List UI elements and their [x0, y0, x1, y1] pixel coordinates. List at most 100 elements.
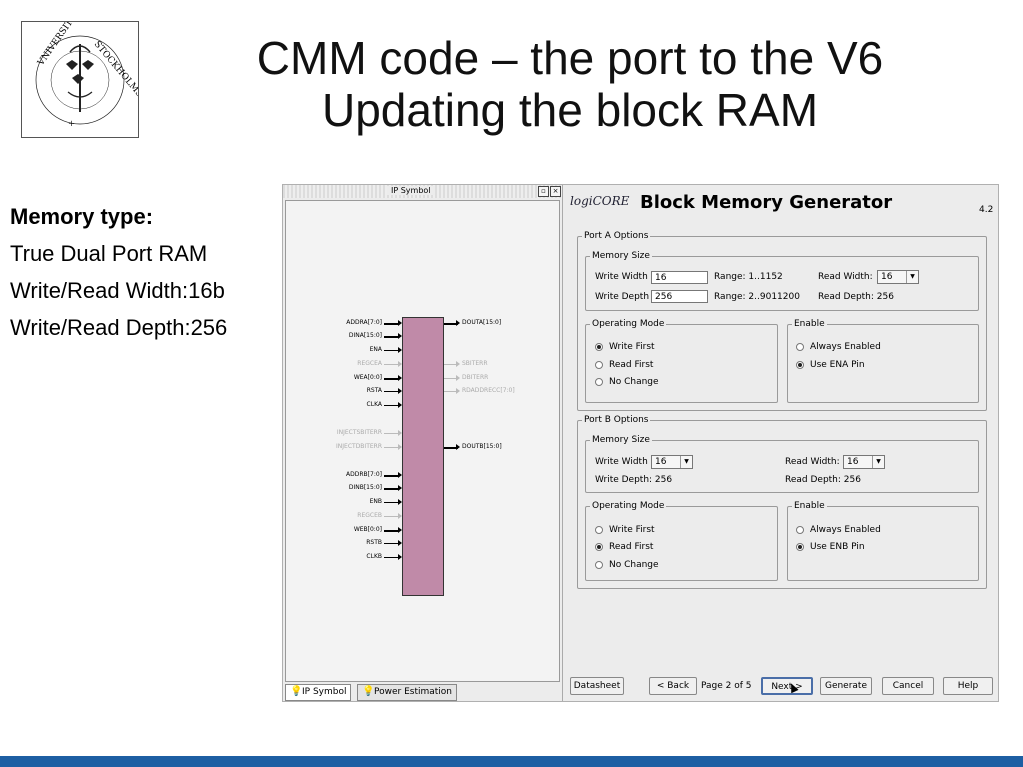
footer-bar: [0, 756, 1023, 767]
pin-wire: [384, 502, 398, 503]
pin-wire: [444, 447, 458, 449]
notes-line: True Dual Port RAM: [10, 241, 208, 266]
pin-arrow-icon: [398, 499, 402, 505]
port-b-read-width-select[interactable]: 16 ▼: [843, 455, 885, 469]
tab-ip-symbol[interactable]: 💡 IP Symbol: [285, 684, 352, 701]
pin-label: DBITERR: [462, 374, 489, 381]
pin-label: DINA[15:0]: [348, 332, 382, 339]
mode-label: Write First: [609, 342, 655, 352]
pin-label: ADDRA[7:0]: [346, 319, 382, 326]
pin-wire: [444, 378, 458, 379]
pin-arrow-icon: [456, 361, 460, 367]
pin-wire: [384, 475, 398, 477]
port-a-use-ena-pin-radio[interactable]: [796, 361, 804, 369]
slide-title: CMM code – the port to the V6 Updating t…: [170, 32, 970, 136]
pin-arrow-icon: [398, 527, 402, 533]
back-button[interactable]: < Back: [649, 677, 697, 695]
chevron-down-icon: ▼: [680, 456, 692, 468]
logicore-logo: logiCORE: [570, 194, 630, 208]
title-line-2: Updating the block RAM: [321, 84, 819, 136]
pin-arrow-icon: [398, 540, 402, 546]
ip-symbol-titlebar: IP Symbol ▫ ×: [283, 185, 562, 198]
port-b-write-first-radio[interactable]: [595, 526, 603, 534]
pin-label: DOUTB[15:0]: [462, 443, 502, 450]
pin-arrow-icon: [398, 513, 402, 519]
pin-arrow-icon: [398, 347, 402, 353]
chevron-down-icon: ▼: [872, 456, 884, 468]
ip-symbol-title: IP Symbol: [387, 186, 435, 195]
help-button[interactable]: Help: [943, 677, 993, 695]
restore-icon[interactable]: ▫: [538, 186, 549, 197]
port-b-always-enabled-radio[interactable]: [796, 526, 804, 534]
close-icon[interactable]: ×: [550, 186, 561, 197]
pin-label: INJECTDBITERR: [336, 443, 382, 450]
port-a-write-first-radio[interactable]: [595, 343, 603, 351]
tab-power-estimation[interactable]: 💡 Power Estimation: [357, 684, 457, 701]
svg-text:+: +: [68, 119, 75, 128]
read-width-value: 16: [847, 457, 859, 467]
pin-label: RSTA: [366, 387, 382, 394]
write-depth-label: Write Depth: [595, 292, 650, 302]
title-line-1: CMM code – the port to the V6: [256, 32, 884, 84]
port-a-read-width-select[interactable]: 16 ▼: [877, 270, 919, 284]
read-depth-label: Read Depth: 256: [785, 475, 861, 485]
pin-arrow-icon: [398, 554, 402, 560]
block-ram-symbol: [402, 317, 444, 596]
pin-wire: [384, 405, 398, 406]
pin-wire: [444, 391, 458, 392]
pin-arrow-icon: [398, 320, 402, 326]
port-a-enable: Enable: [787, 319, 979, 403]
enable-option-label: Use ENB Pin: [810, 542, 865, 552]
datasheet-button[interactable]: Datasheet: [570, 677, 624, 695]
read-width-value: 16: [881, 272, 893, 282]
port-b-no-change-radio[interactable]: [595, 561, 603, 569]
port-a-operating-mode: Operating Mode: [585, 319, 778, 403]
pin-arrow-icon: [398, 485, 402, 491]
write-width-range: Range: 1..1152: [714, 272, 783, 282]
cancel-button[interactable]: Cancel: [882, 677, 934, 695]
port-b-read-first-radio[interactable]: [595, 543, 603, 551]
pin-label: SBITERR: [462, 360, 488, 367]
port-b-use-enb-pin-radio[interactable]: [796, 543, 804, 551]
pin-arrow-icon: [456, 320, 460, 326]
operating-mode-legend: Operating Mode: [592, 319, 665, 329]
enable-option-label: Always Enabled: [810, 525, 881, 535]
pin-arrow-icon: [398, 430, 402, 436]
write-width-label: Write Width: [595, 457, 648, 467]
port-b-operating-mode: Operating Mode: [585, 501, 778, 581]
pin-wire: [444, 323, 458, 325]
port-a-write-depth-input[interactable]: 256: [651, 290, 708, 303]
pin-label: DOUTA[15:0]: [462, 319, 502, 326]
mode-label: No Change: [609, 377, 659, 387]
generate-button[interactable]: Generate: [820, 677, 872, 695]
write-width-value: 16: [655, 457, 667, 467]
pin-arrow-icon: [398, 444, 402, 450]
write-width-label: Write Width: [595, 272, 648, 282]
port-a-write-width-input[interactable]: 16: [651, 271, 708, 284]
lightbulb-icon: 💡: [290, 686, 303, 697]
port-b-options: Port B Options: [577, 415, 987, 589]
pin-wire: [384, 543, 398, 544]
mode-label: Write First: [609, 525, 655, 535]
notes-line: Write/Read Depth:256: [10, 315, 228, 340]
pin-wire: [384, 378, 398, 380]
port-a-always-enabled-radio[interactable]: [796, 343, 804, 351]
port-a-legend: Port A Options: [584, 231, 649, 241]
pin-label: REGCEA: [357, 360, 382, 367]
enable-option-label: Use ENA Pin: [810, 360, 865, 370]
pin-label: RDADDRECC[7:0]: [462, 387, 515, 394]
version-label: 4.2: [979, 205, 994, 215]
write-depth-label: Write Depth: 256: [595, 475, 673, 485]
operating-mode-legend: Operating Mode: [592, 501, 665, 511]
pin-label: ADDRB[7:0]: [346, 471, 382, 478]
port-b-write-width-select[interactable]: 16 ▼: [651, 455, 693, 469]
port-a-no-change-radio[interactable]: [595, 378, 603, 386]
enable-option-label: Always Enabled: [810, 342, 881, 352]
pin-wire: [384, 530, 398, 532]
port-a-read-first-radio[interactable]: [595, 361, 603, 369]
pin-arrow-icon: [456, 444, 460, 450]
next-button[interactable]: Next >: [761, 677, 813, 695]
